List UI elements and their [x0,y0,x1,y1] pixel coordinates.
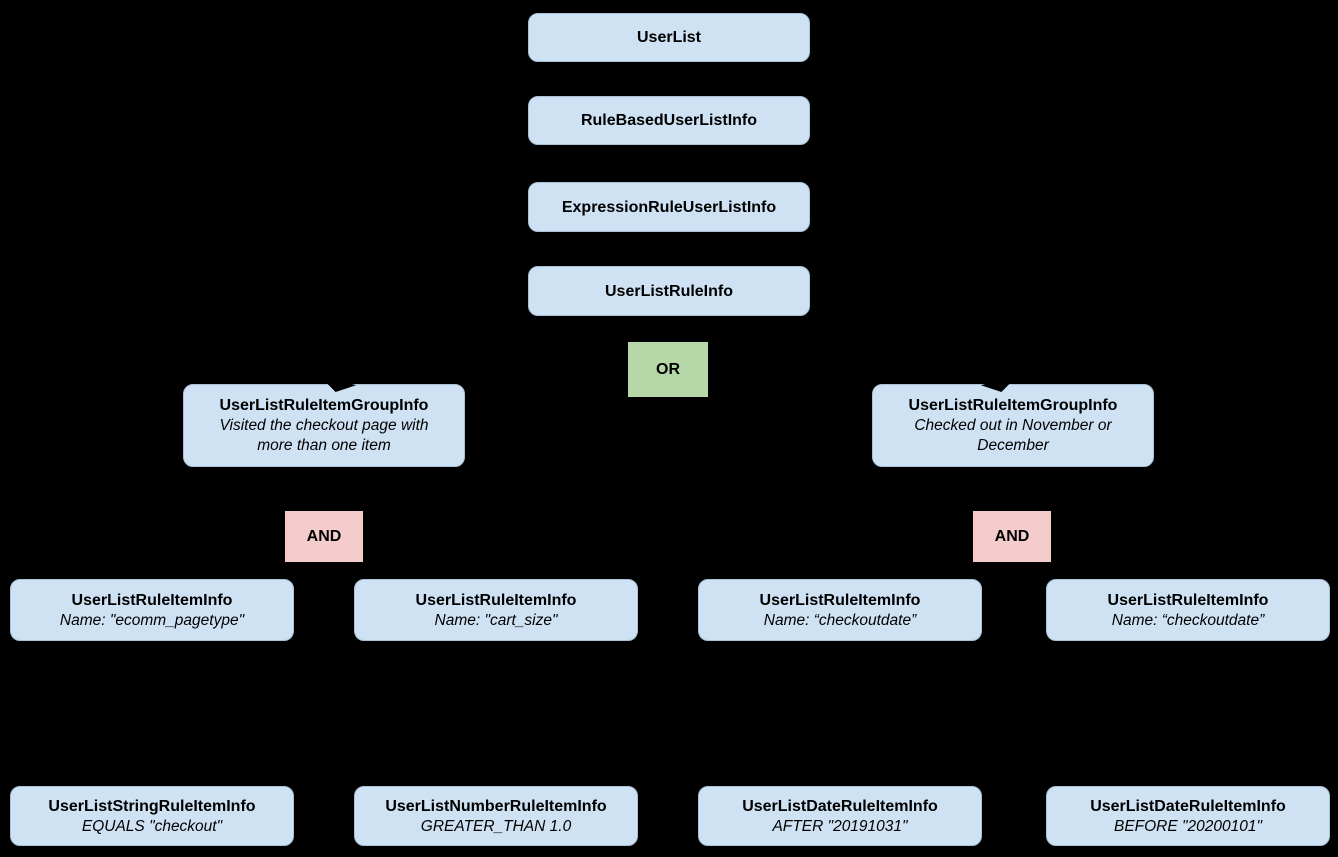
and-operator-left: AND [285,511,363,562]
node-title: UserListStringRuleItemInfo [48,797,256,815]
leaf-node-date-rule-after: UserListDateRuleItemInfo AFTER "20191031… [698,786,982,846]
node-title: UserListRuleItemGroupInfo [908,397,1118,414]
node-title: UserListDateRuleItemInfo [1090,797,1286,815]
node-description: EQUALS "checkout" [81,817,223,835]
leaf-node-number-rule: UserListNumberRuleItemInfo GREATER_THAN … [354,786,638,846]
and-operator-right: AND [973,511,1051,562]
node-description: Name: “checkoutdate” [763,611,917,629]
node-expressionruleuserlistinfo: ExpressionRuleUserListInfo [528,182,810,232]
leaf-node-date-rule-before: UserListDateRuleItemInfo BEFORE "2020010… [1046,786,1330,846]
node-title: UserList [636,29,702,46]
node-description: Visited the checkout page with more than… [219,417,429,454]
node-title: UserListRuleItemInfo [415,591,577,609]
node-userlist: UserList [528,13,810,62]
node-title: UserListRuleItemInfo [759,591,921,609]
or-operator: OR [628,342,708,397]
node-description: Checked out in November or December [914,417,1112,454]
group-node-right: UserListRuleItemGroupInfo Checked out in… [872,384,1154,467]
node-userlistruleinfo: UserListRuleInfo [528,266,810,316]
leaf-node-string-rule: UserListStringRuleItemInfo EQUALS "check… [10,786,294,846]
node-description: Name: "ecomm_pagetype" [59,611,245,629]
rule-item-node-checkoutdate-1: UserListRuleItemInfo Name: “checkoutdate… [698,579,982,641]
node-title: UserListRuleItemGroupInfo [219,397,429,414]
rule-item-node-cart-size: UserListRuleItemInfo Name: "cart_size" [354,579,638,641]
node-description: AFTER "20191031" [772,817,908,835]
node-title: ExpressionRuleUserListInfo [561,198,777,216]
group-node-left: UserListRuleItemGroupInfo Visited the ch… [183,384,465,467]
node-description: Name: “checkoutdate” [1111,611,1265,629]
node-title: UserListNumberRuleItemInfo [385,797,607,815]
node-description: Name: "cart_size" [434,611,558,629]
rule-item-node-ecomm-pagetype: UserListRuleItemInfo Name: "ecomm_pagety… [10,579,294,641]
node-title: UserListRuleItemInfo [71,591,233,609]
node-description: BEFORE "20200101" [1113,817,1262,835]
node-title: UserListRuleInfo [604,282,733,300]
node-description: GREATER_THAN 1.0 [420,817,572,835]
node-rulebaseduserlistinfo: RuleBasedUserListInfo [528,96,810,145]
node-title: UserListDateRuleItemInfo [742,797,938,815]
node-title: RuleBasedUserListInfo [580,112,758,129]
rule-item-node-checkoutdate-2: UserListRuleItemInfo Name: “checkoutdate… [1046,579,1330,641]
node-title: UserListRuleItemInfo [1107,591,1269,609]
